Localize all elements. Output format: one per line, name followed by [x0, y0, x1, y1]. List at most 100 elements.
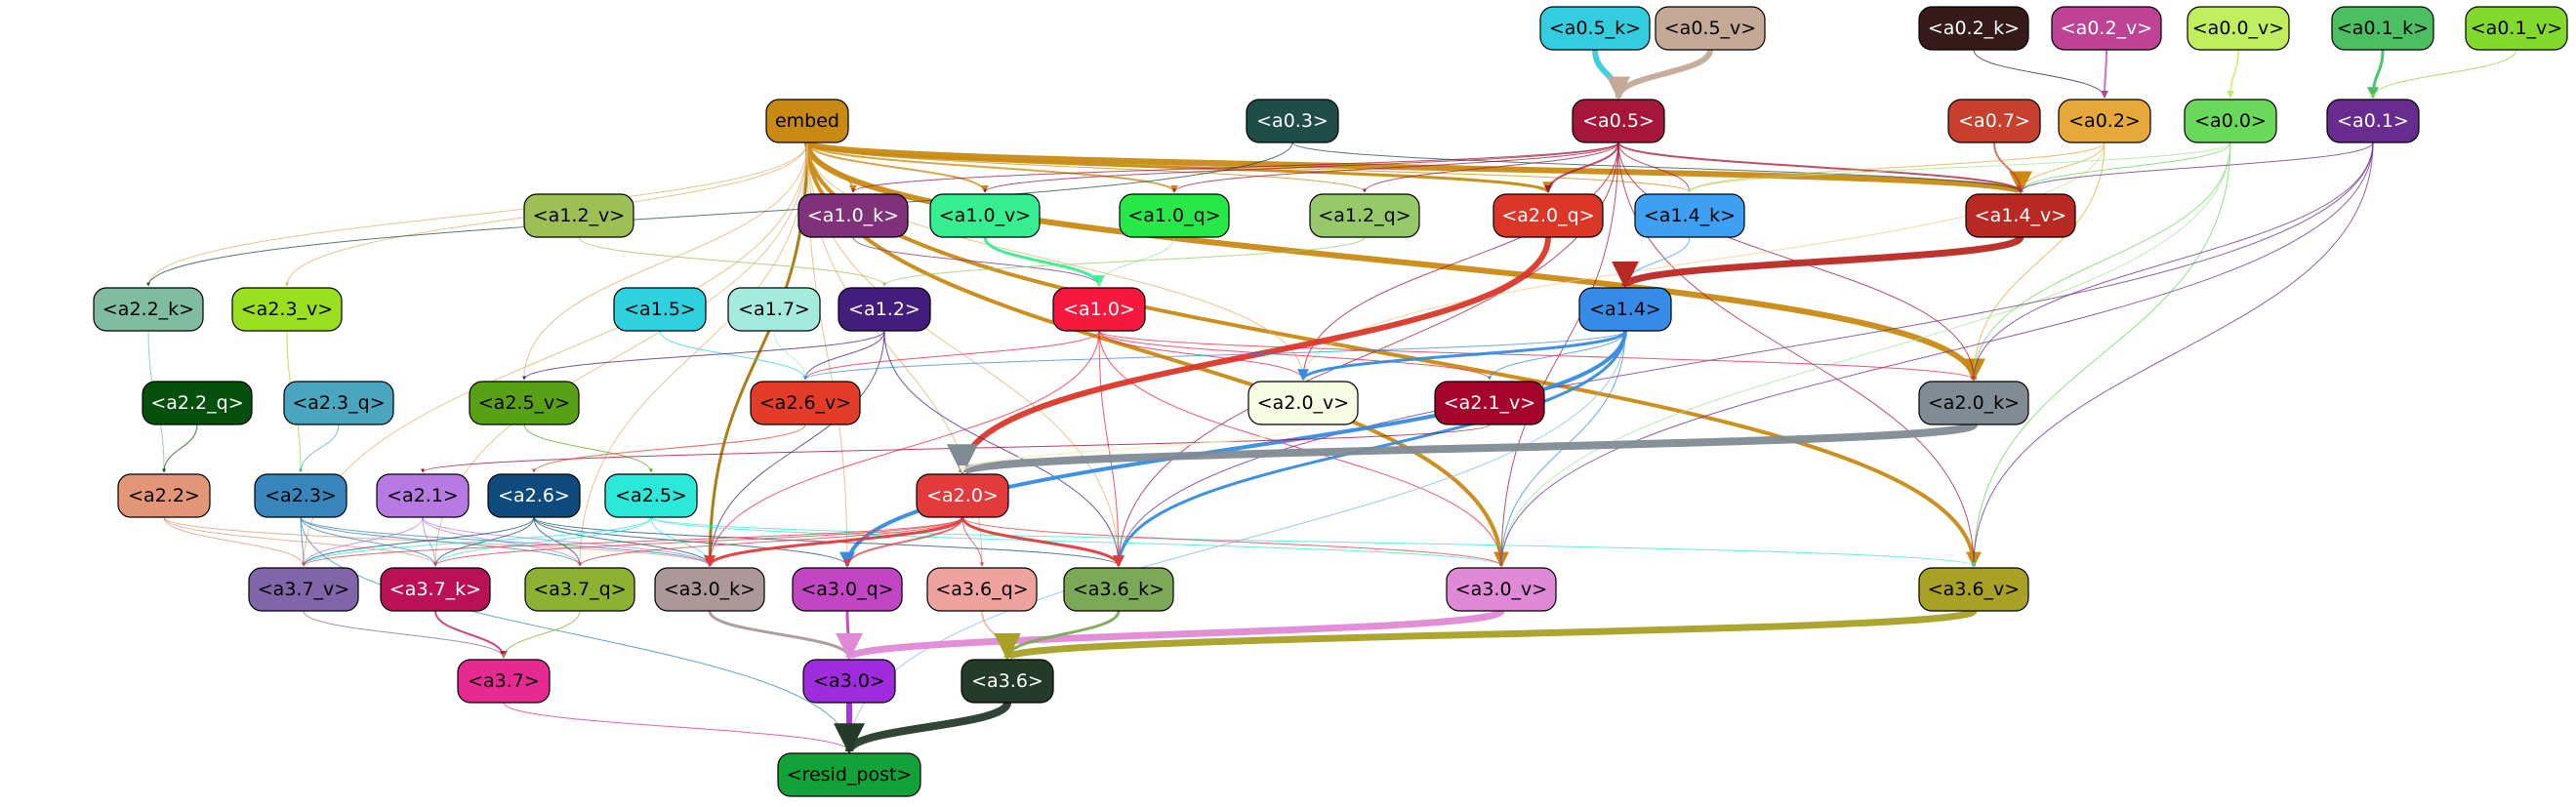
node-a0-0-v[interactable]: <a0.0_v> [2187, 6, 2290, 51]
node-a1-4[interactable]: <a1.4> [1578, 287, 1672, 332]
node-a0-1-k[interactable]: <a0.1_k> [2331, 6, 2434, 51]
node-label: <a1.2_v> [533, 205, 625, 226]
node-a2-3-v[interactable]: <a2.3_v> [231, 287, 343, 332]
edge-a2_5-to-a3_0_v [650, 516, 1503, 567]
node-a0-3[interactable]: <a0.3> [1246, 99, 1339, 143]
node-box [1446, 567, 1557, 612]
node-a3-6-q[interactable]: <a3.6_q> [926, 567, 1038, 612]
node-embed[interactable]: embed [765, 99, 849, 143]
edge-a3_7_q-to-a3_7 [502, 610, 581, 659]
node-a3-7-q[interactable]: <a3.7_q> [524, 567, 635, 612]
node-a3-7-k[interactable]: <a3.7_k> [380, 567, 491, 612]
node-a1-7[interactable]: <a1.7> [727, 287, 821, 332]
node-a2-1-v[interactable]: <a2.1_v> [1434, 381, 1545, 425]
node-a1-2-q[interactable]: <a1.2_q> [1309, 193, 1420, 238]
edge-a3_0_k-to-a3_0 [708, 610, 855, 660]
node-a2-6[interactable]: <a2.6> [487, 473, 581, 518]
node-label: <a1.4_k> [1644, 205, 1736, 226]
node-a1-0-q[interactable]: <a1.0_q> [1119, 193, 1230, 238]
node-a1-2[interactable]: <a1.2> [838, 287, 931, 332]
edge-a0_0_v-to-a0_0 [2227, 49, 2239, 99]
node-label: <a1.7> [738, 299, 810, 320]
node-box [797, 193, 909, 238]
node-resid-post[interactable]: <resid_post> [777, 752, 921, 797]
edge-a0_2-to-a2_0_k [1972, 141, 2106, 381]
edge-a1_4-to-a2_0_v [1297, 330, 1627, 382]
node-a1-0-v[interactable]: <a1.0_v> [929, 193, 1041, 238]
node-a3-6[interactable]: <a3.6> [961, 659, 1054, 704]
node-a3-0[interactable]: <a3.0> [802, 659, 896, 704]
node-label: <a0.1_v> [2471, 18, 2562, 39]
edge-embed-to-a2_0_q [805, 141, 1554, 194]
node-label: <a0.2_k> [1928, 18, 2020, 39]
node-a2-1[interactable]: <a2.1> [376, 473, 470, 518]
edge-a3_6-to-resid_post [834, 701, 1011, 755]
node-box [1052, 287, 1146, 332]
node-a0-5-v[interactable]: <a0.5_v> [1655, 6, 1766, 51]
node-box [1918, 567, 2029, 612]
edge-a1_0-to-a2_0_k [1098, 330, 1976, 381]
node-label: <a2.2> [128, 485, 200, 506]
node-a2-0-v[interactable]: <a2.0_v> [1247, 381, 1359, 425]
edge-a2_0-to-a3_6_k [961, 516, 1124, 568]
node-a3-0-v[interactable]: <a3.0_v> [1446, 567, 1557, 612]
edge-a0_0-to-a1_4_k [1688, 141, 2231, 193]
edge-a0_5-to-a1_0_q [1172, 141, 1619, 193]
node-a3-0-k[interactable]: <a3.0_k> [654, 567, 765, 612]
node-a3-7[interactable]: <a3.7> [457, 659, 551, 704]
node-a0-1-v[interactable]: <a0.1_v> [2465, 6, 2568, 51]
node-label: <a0.1_k> [2337, 18, 2429, 39]
node-label: <a3.0_q> [800, 579, 893, 600]
node-a0-1[interactable]: <a0.1> [2326, 99, 2420, 143]
node-a1-4-v[interactable]: <a1.4_v> [1965, 193, 2076, 238]
node-a2-5[interactable]: <a2.5> [604, 473, 698, 518]
node-a2-0-q[interactable]: <a2.0_q> [1492, 193, 1604, 238]
node-a0-5-k[interactable]: <a0.5_k> [1539, 6, 1651, 51]
node-a2-0-k[interactable]: <a2.0_k> [1918, 381, 2029, 425]
node-box [487, 473, 581, 518]
node-a1-0-k[interactable]: <a1.0_k> [797, 193, 909, 238]
node-a2-6-v[interactable]: <a2.6_v> [750, 381, 861, 425]
node-a2-3-q[interactable]: <a2.3_q> [283, 381, 394, 425]
edge-a2_3-to-a3_7_k [300, 516, 437, 567]
node-a1-2-v[interactable]: <a1.2_v> [523, 193, 634, 238]
node-a2-0[interactable]: <a2.0> [916, 473, 1009, 518]
node-a3-7-v[interactable]: <a3.7_v> [248, 567, 359, 612]
node-box [1063, 567, 1174, 612]
node-a3-0-q[interactable]: <a3.0_q> [792, 567, 903, 612]
edge-a0_2-to-a1_4_v [2019, 141, 2106, 193]
node-a2-2-q[interactable]: <a2.2_q> [142, 381, 253, 425]
node-label: <a0.3> [1256, 110, 1329, 132]
node-a1-0[interactable]: <a1.0> [1052, 287, 1146, 332]
node-a0-7[interactable]: <a0.7> [1947, 99, 2041, 143]
node-label: <a3.0> [813, 670, 885, 692]
node-a0-2[interactable]: <a0.2> [2058, 99, 2151, 143]
edge-a0_5_k-to-a0_5 [1592, 49, 1630, 101]
node-a1-5[interactable]: <a1.5> [613, 287, 707, 332]
node-a2-3[interactable]: <a2.3> [254, 473, 348, 518]
node-a0-2-v[interactable]: <a0.2_v> [2051, 6, 2162, 51]
edge-a1_0-to-a3_6_k [1098, 330, 1121, 567]
node-box [248, 567, 359, 612]
node-a2-2-k[interactable]: <a2.2_k> [93, 287, 204, 332]
node-a3-6-v[interactable]: <a3.6_v> [1918, 567, 2029, 612]
node-label: <a2.0_q> [1501, 205, 1594, 226]
edge-a0_5-to-a1_4_v [1617, 141, 2024, 193]
node-a3-6-k[interactable]: <a3.6_k> [1063, 567, 1174, 612]
edge-a2_6-to-a3_7_k [433, 516, 535, 567]
node-a2-2[interactable]: <a2.2> [117, 473, 211, 518]
nodes-layer: <a0.5_k><a0.5_v> <a0.2_k> <a0.2_v> <a0.0_v>… [93, 6, 2568, 797]
node-label: <a3.7_q> [533, 579, 626, 600]
node-label: <a3.7_k> [389, 579, 481, 600]
node-label: <a2.6_v> [759, 392, 851, 414]
node-a1-4-k[interactable]: <a1.4_k> [1634, 193, 1745, 238]
node-label: <a2.1_v> [1444, 392, 1535, 414]
node-box [1247, 381, 1359, 425]
node-a0-0[interactable]: <a0.0> [2184, 99, 2277, 143]
node-box [457, 659, 551, 704]
node-box [1309, 193, 1420, 238]
node-a2-5-v[interactable]: <a2.5_v> [469, 381, 580, 425]
node-a0-2-k[interactable]: <a0.2_k> [1918, 6, 2029, 51]
edge-a2_0-to-a3_0_q [843, 516, 963, 567]
node-a0-5[interactable]: <a0.5> [1572, 99, 1665, 143]
